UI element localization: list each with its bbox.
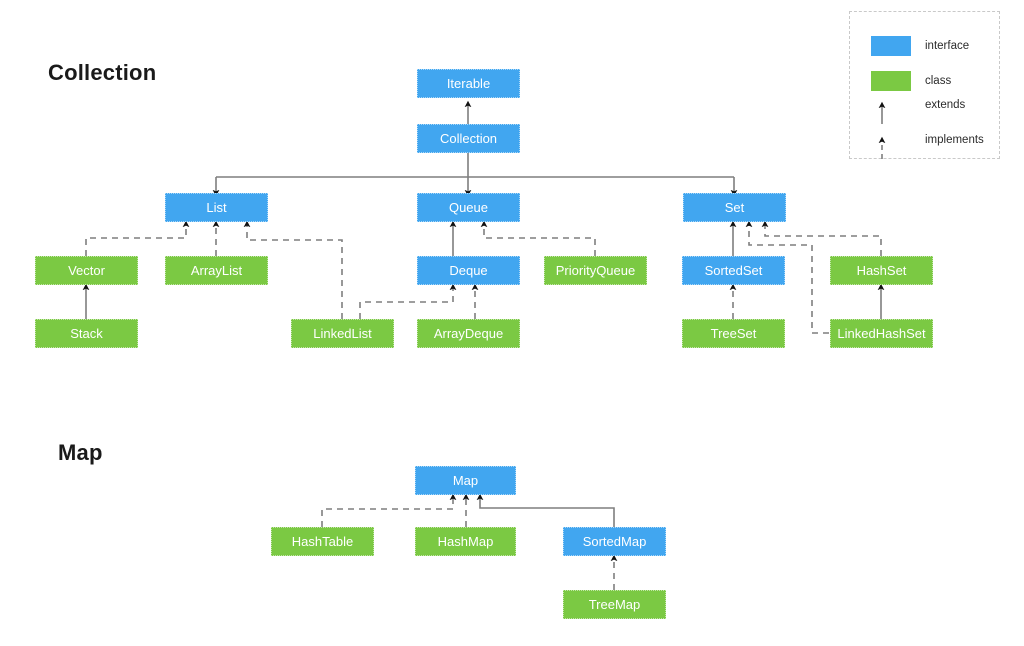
section-title-map: Map (58, 440, 103, 465)
node-sortedmap[interactable]: SortedMap (563, 527, 666, 556)
node-arraylist[interactable]: ArrayList (165, 256, 268, 285)
node-sortedset[interactable]: SortedSet (682, 256, 785, 285)
node-arraydeque[interactable]: ArrayDeque (417, 319, 520, 348)
node-hashtable[interactable]: HashTable (271, 527, 374, 556)
node-hashset[interactable]: HashSet (830, 256, 933, 285)
node-map[interactable]: Map (415, 466, 516, 495)
implements-arrow-icon (871, 127, 911, 159)
legend-label-interface: interface (925, 40, 970, 52)
legend-label-extends: extends (925, 99, 966, 111)
node-deque[interactable]: Deque (417, 256, 520, 285)
edge-hashtable-map (321, 493, 457, 527)
node-linkedhashset[interactable]: LinkedHashSet (830, 319, 933, 348)
node-treeset[interactable]: TreeSet (682, 319, 785, 348)
node-set[interactable]: Set (683, 193, 786, 222)
edge-hashset-set (761, 220, 882, 256)
node-vector[interactable]: Vector (35, 256, 138, 285)
edge-linkedlist-deque (359, 283, 457, 319)
legend-panel: interface class extends (849, 11, 1000, 159)
node-queue[interactable]: Queue (417, 193, 520, 222)
node-list[interactable]: List (165, 193, 268, 222)
extends-arrow-icon (871, 92, 911, 124)
legend-row-implements: implements (871, 120, 984, 160)
node-linkedlist[interactable]: LinkedList (291, 319, 394, 348)
section-title-collection: Collection (48, 60, 157, 85)
edge-sortedmap-map (476, 493, 615, 527)
legend-row-interface: interface (871, 36, 969, 56)
node-collection[interactable]: Collection (417, 124, 520, 153)
node-priorityqueue[interactable]: PriorityQueue (544, 256, 647, 285)
legend-row-class: class (871, 71, 951, 91)
edge-priorityqueue-queue (480, 220, 596, 256)
legend-label-class: class (925, 75, 952, 87)
node-stack[interactable]: Stack (35, 319, 138, 348)
interface-color-swatch (871, 36, 911, 56)
legend-row-extends: extends (871, 85, 965, 125)
class-color-swatch (871, 71, 911, 91)
node-hashmap[interactable]: HashMap (415, 527, 516, 556)
node-iterable[interactable]: Iterable (417, 69, 520, 98)
edge-vector-list (85, 220, 190, 256)
legend-label-implements: implements (925, 134, 984, 146)
node-treemap[interactable]: TreeMap (563, 590, 666, 619)
